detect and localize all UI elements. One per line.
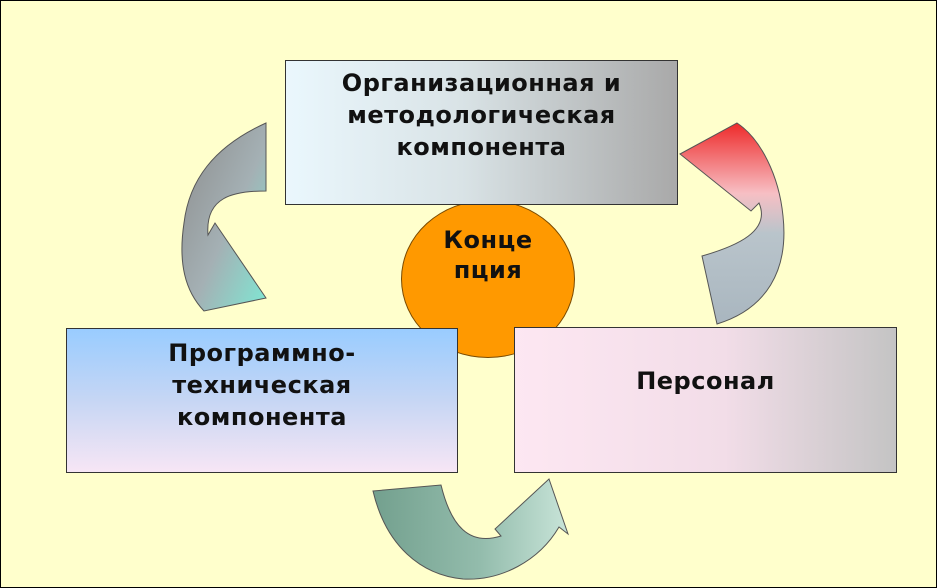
organizational-methodological-component-label: Организационная и методологическая компо… [341, 69, 622, 161]
software-technical-component-label: Программно- техническая компонента [168, 339, 356, 431]
software-technical-component-box: Программно- техническая компонента [66, 328, 458, 473]
arrow-right-curved [679, 122, 785, 325]
organizational-methodological-component-box: Организационная и методологическая компо… [285, 60, 678, 205]
concept-label: Конце пция [443, 226, 533, 284]
arrow-bottom-curved [372, 478, 570, 580]
arrow-left-curved [181, 122, 267, 312]
personnel-box: Персонал [514, 327, 897, 473]
personnel-label: Персонал [636, 367, 775, 395]
